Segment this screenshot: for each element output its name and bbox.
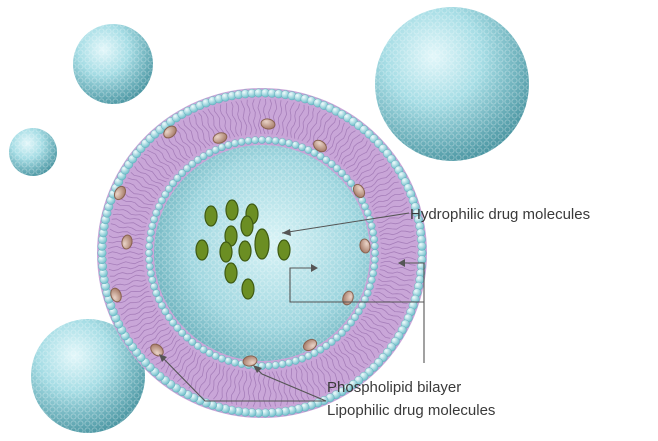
head-group-bead: [285, 359, 292, 366]
head-group-bead: [225, 357, 232, 364]
head-group-bead: [418, 242, 426, 250]
hydrophilic-drug: [226, 200, 238, 220]
head-group-bead: [231, 140, 238, 147]
head-group-bead: [292, 357, 299, 364]
head-group-bead: [368, 222, 375, 229]
head-group-bead: [245, 137, 252, 144]
head-group-bead: [292, 142, 299, 149]
head-group-bead: [299, 355, 306, 362]
label-lipophilic: Lipophilic drug molecules: [327, 402, 495, 419]
head-group-bead: [370, 270, 377, 277]
head-group-bead: [371, 263, 378, 270]
head-group-bead: [146, 236, 153, 243]
hydrophilic-drug: [205, 206, 217, 226]
head-group-bead: [364, 209, 371, 216]
head-group-bead: [218, 144, 225, 151]
head-group-bead: [279, 138, 286, 145]
head-group-bead: [285, 140, 292, 147]
head-group-bead: [371, 249, 378, 256]
label-hydrophilic: Hydrophilic drug molecules: [410, 206, 590, 223]
hydrophilic-drug: [196, 240, 208, 260]
sphere-top-right: [375, 7, 529, 161]
hydrophilic-drug: [241, 216, 253, 236]
liposome: [97, 88, 427, 418]
head-group-bead: [146, 256, 153, 263]
sphere-top-left: [73, 24, 153, 104]
head-group-bead: [258, 136, 265, 143]
head-group-bead: [225, 142, 232, 149]
head-group-bead: [147, 270, 154, 277]
head-group-bead: [366, 283, 373, 290]
head-group-bead: [151, 216, 158, 223]
head-group-bead: [371, 256, 378, 263]
head-group-bead: [145, 249, 152, 256]
head-group-bead: [279, 361, 286, 368]
hydrophilic-drug: [242, 279, 254, 299]
head-group-bead: [238, 138, 245, 145]
head-group-bead: [231, 359, 238, 366]
hydrophilic-drug: [255, 229, 269, 259]
head-group-bead: [371, 236, 378, 243]
head-group-bead: [272, 362, 279, 369]
head-group-bead: [265, 137, 272, 144]
head-group-bead: [265, 362, 272, 369]
hydrophilic-drug: [220, 242, 232, 262]
head-group-bead: [146, 243, 153, 250]
head-group-bead: [149, 222, 156, 229]
head-group-bead: [370, 229, 377, 236]
head-group-bead: [149, 276, 156, 283]
head-group-bead: [368, 276, 375, 283]
head-group-bead: [252, 137, 259, 144]
hydrophilic-drug: [225, 263, 237, 283]
head-group-bead: [147, 229, 154, 236]
sphere-left-small: [9, 128, 57, 176]
hydrophilic-drug: [239, 241, 251, 261]
hydrophilic-drug: [278, 240, 290, 260]
head-group-bead: [146, 263, 153, 270]
head-group-bead: [272, 137, 279, 144]
label-bilayer: Phospholipid bilayer: [327, 379, 461, 396]
head-group-bead: [151, 283, 158, 290]
head-group-bead: [371, 243, 378, 250]
head-group-bead: [153, 290, 160, 297]
